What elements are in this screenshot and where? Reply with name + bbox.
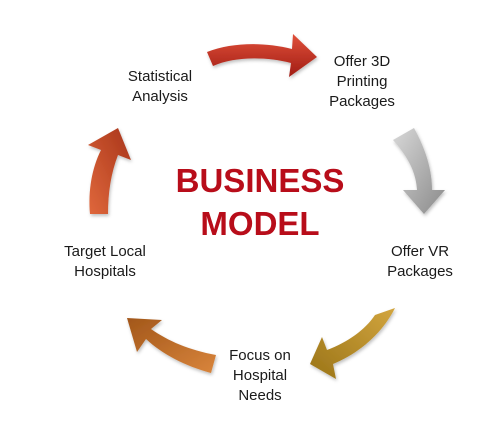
- diagram-title-line-2: MODEL: [200, 205, 320, 242]
- arrow-analysis-to-3d-printing: [207, 34, 317, 77]
- arrow-3d-printing-to-vr: [393, 128, 445, 214]
- arrow-vr-to-hospital-needs: [310, 308, 395, 379]
- diagram-title-line-1: BUSINESS: [175, 162, 345, 199]
- arrow-hospital-needs-to-target: [127, 318, 216, 373]
- stage-focus-on-hospital-needs: Focus on Hospital Needs: [229, 347, 291, 404]
- stage-statistical-analysis: Statistical Analysis: [127, 68, 193, 105]
- stage-offer-3d-printing: Offer 3D Printing Packages: [329, 53, 395, 110]
- arrow-target-to-analysis: [88, 128, 131, 214]
- stage-target-local-hospitals: Target Local Hospitals: [64, 243, 146, 280]
- stage-offer-vr: Offer VR Packages: [387, 243, 453, 280]
